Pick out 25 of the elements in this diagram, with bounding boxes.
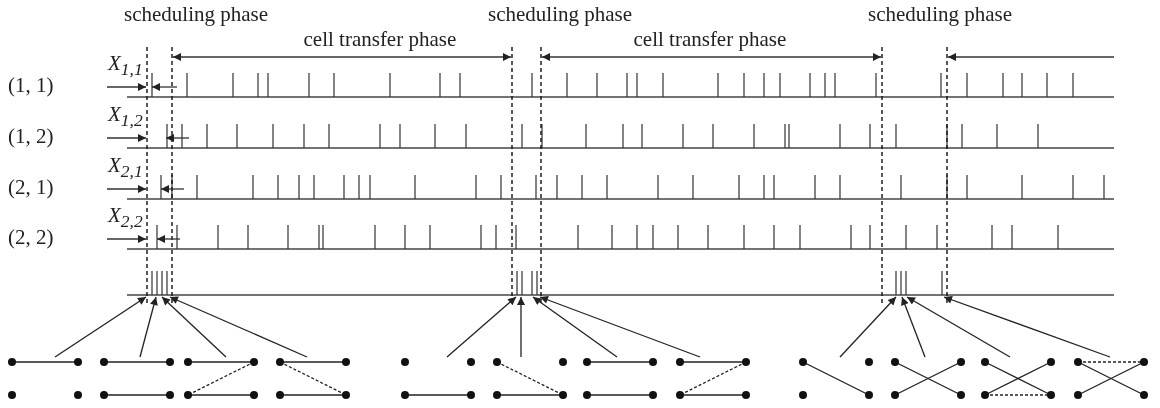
arrow [169,296,308,358]
arrow [446,296,517,358]
arrow [901,296,926,358]
port-pair-label: (1, 1) [8,75,54,96]
arrow [839,296,897,358]
arrow [517,296,525,358]
arrow [54,296,147,358]
arrow [161,296,227,358]
arrow [539,296,701,358]
interval-label: X$_{1,1}$ [108,53,143,79]
phase-label: cell transfer phase [633,29,787,50]
interval-label: X$_{1,2}$ [108,104,143,130]
interval-label: X$_{2,1}$ [108,155,143,181]
arrow [943,295,1111,358]
phase-label: scheduling phase [868,4,1013,25]
phase-label: scheduling phase [124,4,269,25]
port-pair-label: (2, 1) [8,177,54,198]
arrow [906,296,1011,358]
port-pair-label: (1, 2) [8,126,54,147]
phase-label: scheduling phase [488,4,633,25]
port-pair-label: (2, 2) [8,227,54,248]
arrow [139,296,158,358]
phase-label: cell transfer phase [303,29,457,50]
arrow [532,296,618,358]
interval-label: X$_{2,2}$ [108,205,143,231]
